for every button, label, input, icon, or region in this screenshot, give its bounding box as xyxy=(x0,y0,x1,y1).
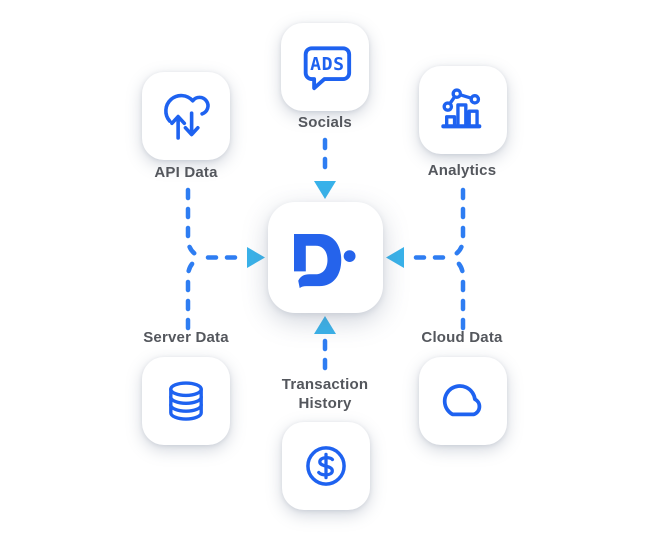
connector-cloud-data-branch xyxy=(448,256,466,331)
d-dot-logo-icon xyxy=(294,233,356,288)
cloud-sync-arrows-icon xyxy=(164,93,210,140)
cloud-icon xyxy=(442,384,482,417)
connector-analytics-branch xyxy=(448,187,466,259)
node-tile-cloud-data xyxy=(419,357,507,445)
hub-tile xyxy=(268,202,383,313)
node-label-socials: Socials xyxy=(298,114,352,131)
node-label-server-data: Server Data xyxy=(143,329,229,346)
connector-api-data-branch xyxy=(185,187,203,259)
node-tile-socials: ADS xyxy=(281,23,369,111)
database-icon xyxy=(169,381,203,421)
node-tile-analytics xyxy=(419,66,507,154)
arrowhead-right-icon xyxy=(247,247,265,268)
node-label-transaction-history: Transaction History xyxy=(281,376,369,412)
node-label-api-data: API Data xyxy=(154,164,218,181)
node-tile-transaction-history xyxy=(282,422,370,510)
arrowhead-down-icon xyxy=(314,181,336,199)
connector-server-data-branch xyxy=(185,256,203,331)
dollar-circle-icon xyxy=(306,446,346,486)
node-label-analytics: Analytics xyxy=(427,162,497,179)
arrowhead-left-icon xyxy=(386,247,404,268)
ads-speech-bubble-icon: ADS xyxy=(303,46,352,91)
ads-icon-text: ADS xyxy=(310,54,345,75)
node-tile-server-data xyxy=(142,357,230,445)
arrowhead-up-icon xyxy=(314,316,336,334)
node-label-cloud-data: Cloud Data xyxy=(421,329,503,346)
node-tile-api-data xyxy=(142,72,230,160)
bar-line-chart-icon xyxy=(441,88,482,129)
